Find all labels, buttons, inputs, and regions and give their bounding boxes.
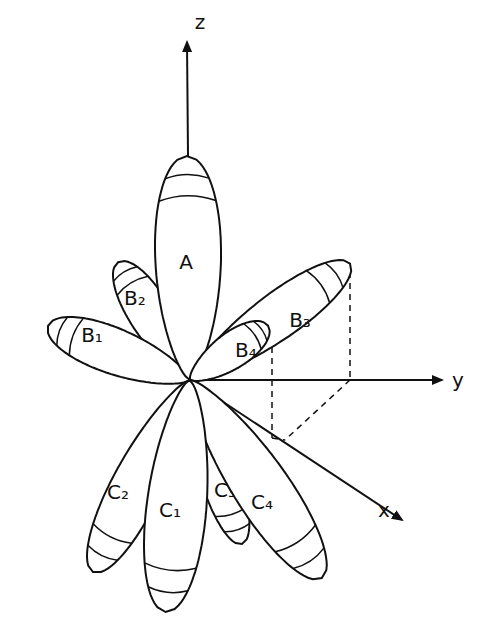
lobe-label: C₁: [159, 500, 181, 520]
y-axis: [190, 379, 442, 381]
axis-label: x: [378, 500, 390, 520]
axis-label: y: [452, 370, 464, 390]
lobe-label: C₄: [251, 492, 273, 512]
lobe-label: C₂: [107, 482, 129, 502]
orbital-lobe: B₄: [187, 318, 273, 384]
lobe-outline: [187, 318, 273, 384]
lobe-outline: [141, 377, 211, 615]
orbital-lobe: C₁: [141, 377, 211, 615]
lobe-label: B₃: [289, 310, 311, 330]
axis-label: z: [195, 12, 206, 32]
lobe-label: B₄: [235, 340, 257, 360]
lobe-label: A: [179, 252, 193, 272]
lobe-label: B₂: [124, 288, 146, 308]
lobe-label: B₁: [81, 325, 103, 345]
